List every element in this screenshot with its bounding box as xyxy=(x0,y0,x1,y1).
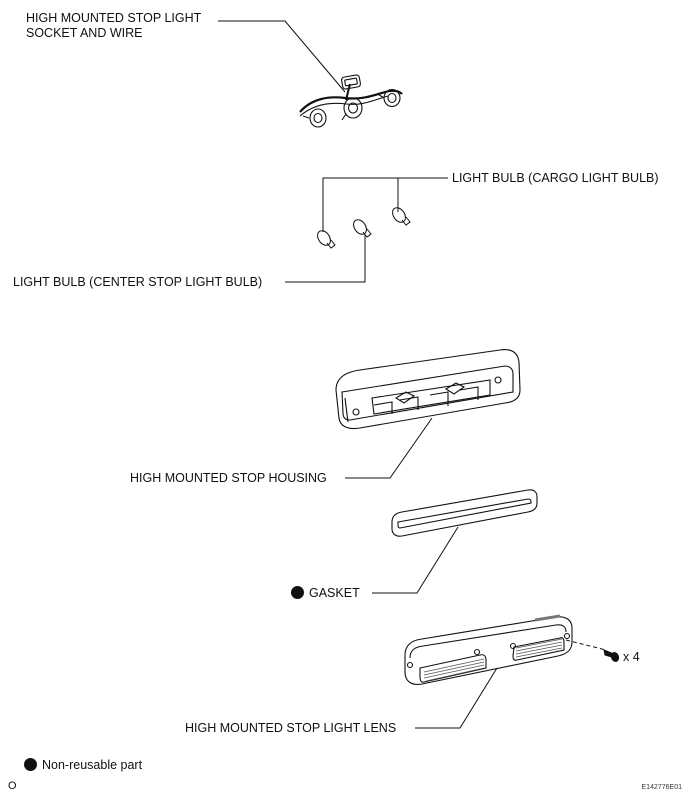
leader-socket-wire xyxy=(218,20,346,93)
footer-left-mark: O xyxy=(8,780,17,792)
screw-icon xyxy=(603,649,620,662)
label-gasket: GASKET xyxy=(291,585,360,602)
figure-id: E142776E01 xyxy=(641,784,682,791)
label-cargo-bulb: LIGHT BULB (CARGO LIGHT BULB) xyxy=(452,171,659,185)
label-socket-wire-line1: HIGH MOUNTED STOP LIGHT xyxy=(26,11,202,25)
leader-lines xyxy=(218,20,607,729)
leader-center-bulb xyxy=(285,235,366,283)
label-screw-qty: x 4 xyxy=(623,650,640,664)
stop-housing-icon xyxy=(335,349,521,430)
leader-gasket xyxy=(372,526,459,594)
label-center-bulb: LIGHT BULB (CENTER STOP LIGHT BULB) xyxy=(13,275,263,289)
leader-housing xyxy=(345,417,433,479)
leader-cargo-bulb xyxy=(322,177,448,232)
legend-dot-icon xyxy=(24,758,37,771)
legend-non-reusable-text: Non-reusable part xyxy=(42,758,143,772)
label-socket-wire-line2: SOCKET AND WIRE xyxy=(26,26,143,40)
legend-non-reusable: Non-reusable part xyxy=(24,757,142,774)
label-lens: HIGH MOUNTED STOP LIGHT LENS xyxy=(185,721,397,735)
label-gasket-text: GASKET xyxy=(309,586,360,600)
socket-and-wire-icon xyxy=(299,74,403,128)
leader-lens xyxy=(415,667,498,729)
gasket-icon xyxy=(391,489,538,537)
stop-light-lens-icon xyxy=(404,614,573,685)
center-stop-bulb-icon xyxy=(353,219,372,238)
cargo-bulb-left-icon xyxy=(317,230,336,249)
non-reusable-dot-icon xyxy=(291,586,304,599)
label-housing: HIGH MOUNTED STOP HOUSING xyxy=(130,471,327,485)
cargo-bulb-right-icon xyxy=(392,207,411,226)
